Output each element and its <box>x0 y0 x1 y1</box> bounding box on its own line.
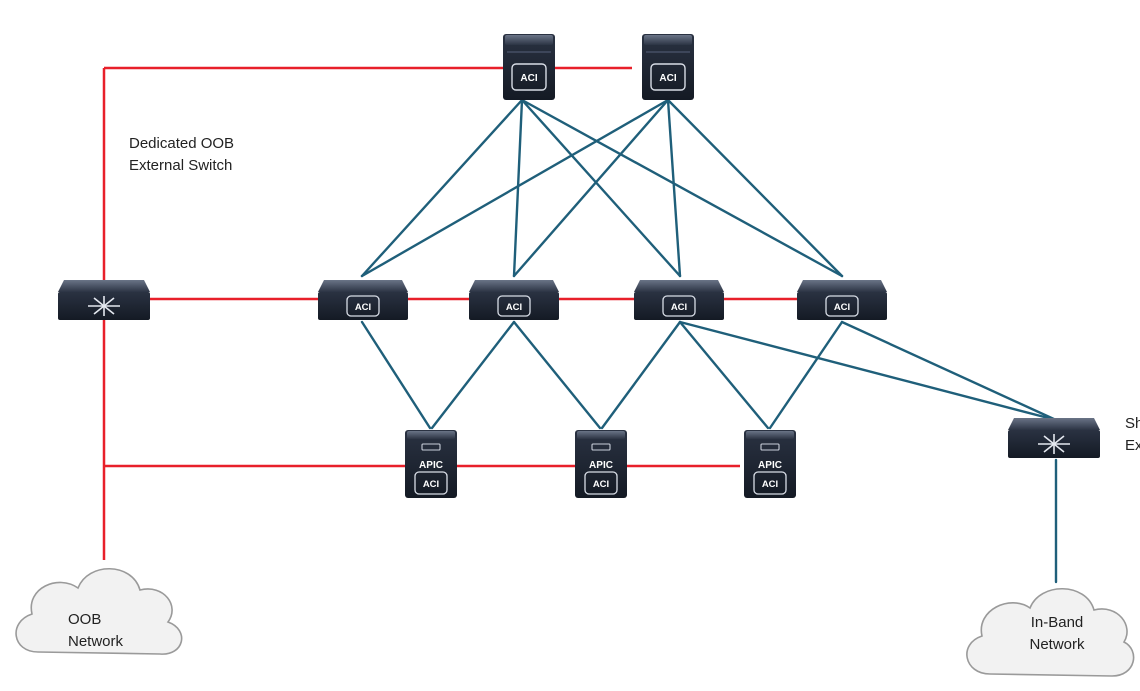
aci-spine-switch-icon: ACI <box>503 34 555 100</box>
link-spine1-leaf1 <box>360 98 524 278</box>
link-spine2-leaf4 <box>666 98 844 278</box>
apic-text: APIC <box>758 460 782 471</box>
oob-switch-label-line1: Dedicated OOB <box>129 135 235 152</box>
apic-server-icon: APIC ACI <box>575 430 627 498</box>
link-leaf1-apic1 <box>360 320 432 430</box>
link-leaf2-apic1 <box>430 320 516 430</box>
aci-text: ACI <box>593 479 609 490</box>
oob-switch-label-line2: External Switch <box>129 157 233 174</box>
cloud-icon <box>966 588 1135 677</box>
link-leaf3-apic2 <box>600 320 682 430</box>
link-leaf4-inband <box>840 320 1058 422</box>
oob-cloud-label-line1: OOB <box>68 611 102 628</box>
fabric-links <box>360 98 1058 584</box>
aci-leaf-switch-icon: ACI <box>634 280 724 320</box>
link-spine1-leaf2 <box>512 98 524 278</box>
leaf-1: ACI <box>318 280 408 320</box>
apic-text: APIC <box>419 460 443 471</box>
aci-leaf-switch-icon: ACI <box>469 280 559 320</box>
link-spine2-leaf3 <box>666 98 682 278</box>
leaf-2: ACI <box>469 280 559 320</box>
link-spine1-leaf4 <box>520 98 844 278</box>
inband-external-switch <box>1008 418 1100 458</box>
link-spine2-leaf2 <box>512 98 670 278</box>
apic-3: APIC ACI <box>744 430 796 498</box>
oob-external-switch <box>58 280 150 320</box>
oob-cloud-label: OOB Network <box>68 609 123 653</box>
leaf-4: ACI <box>797 280 887 320</box>
link-leaf4-apic3 <box>768 320 844 430</box>
inband-switch-label-line2: Ex <box>1125 437 1140 454</box>
inband-cloud-label-line2: Network <box>1029 636 1085 653</box>
link-spine2-leaf1 <box>360 98 670 278</box>
aci-text: ACI <box>659 73 676 84</box>
aci-leaf-switch-icon: ACI <box>318 280 408 320</box>
oob-switch-label: Dedicated OOB External Switch <box>129 133 234 177</box>
oob-network-cloud <box>15 568 183 655</box>
apic-server-icon: APIC ACI <box>744 430 796 498</box>
layer3-switch-icon <box>1008 418 1100 458</box>
aci-text: ACI <box>762 479 778 490</box>
aci-text: ACI <box>506 302 522 313</box>
inband-switch-label: Sh Ex <box>1125 413 1140 457</box>
spine-1: ACI <box>503 34 555 100</box>
aci-text: ACI <box>423 479 439 490</box>
inband-switch-label-line1: Sh <box>1125 415 1140 432</box>
apic-1: APIC ACI <box>405 430 457 498</box>
aci-text: ACI <box>355 302 371 313</box>
oob-cloud-label-line2: Network <box>68 633 124 650</box>
aci-spine-switch-icon: ACI <box>642 34 694 100</box>
layer3-switch-icon <box>58 280 150 320</box>
aci-leaf-switch-icon: ACI <box>797 280 887 320</box>
apic-2: APIC ACI <box>575 430 627 498</box>
leaf-3: ACI <box>634 280 724 320</box>
link-leaf2-apic2 <box>512 320 602 430</box>
inband-cloud-label-line1: In-Band <box>1030 614 1084 631</box>
link-leaf3-inband <box>678 320 1058 422</box>
link-leaf3-apic3 <box>678 320 770 430</box>
aci-text: ACI <box>671 302 687 313</box>
aci-text: ACI <box>520 73 537 84</box>
apic-server-icon: APIC ACI <box>405 430 457 498</box>
inband-cloud-label: In-Band Network <box>1014 612 1100 656</box>
spine-2: ACI <box>642 34 694 100</box>
inband-network-cloud <box>966 588 1135 677</box>
aci-text: ACI <box>834 302 850 313</box>
cloud-icon <box>15 568 183 655</box>
apic-text: APIC <box>589 460 613 471</box>
link-spine1-leaf3 <box>520 98 682 278</box>
